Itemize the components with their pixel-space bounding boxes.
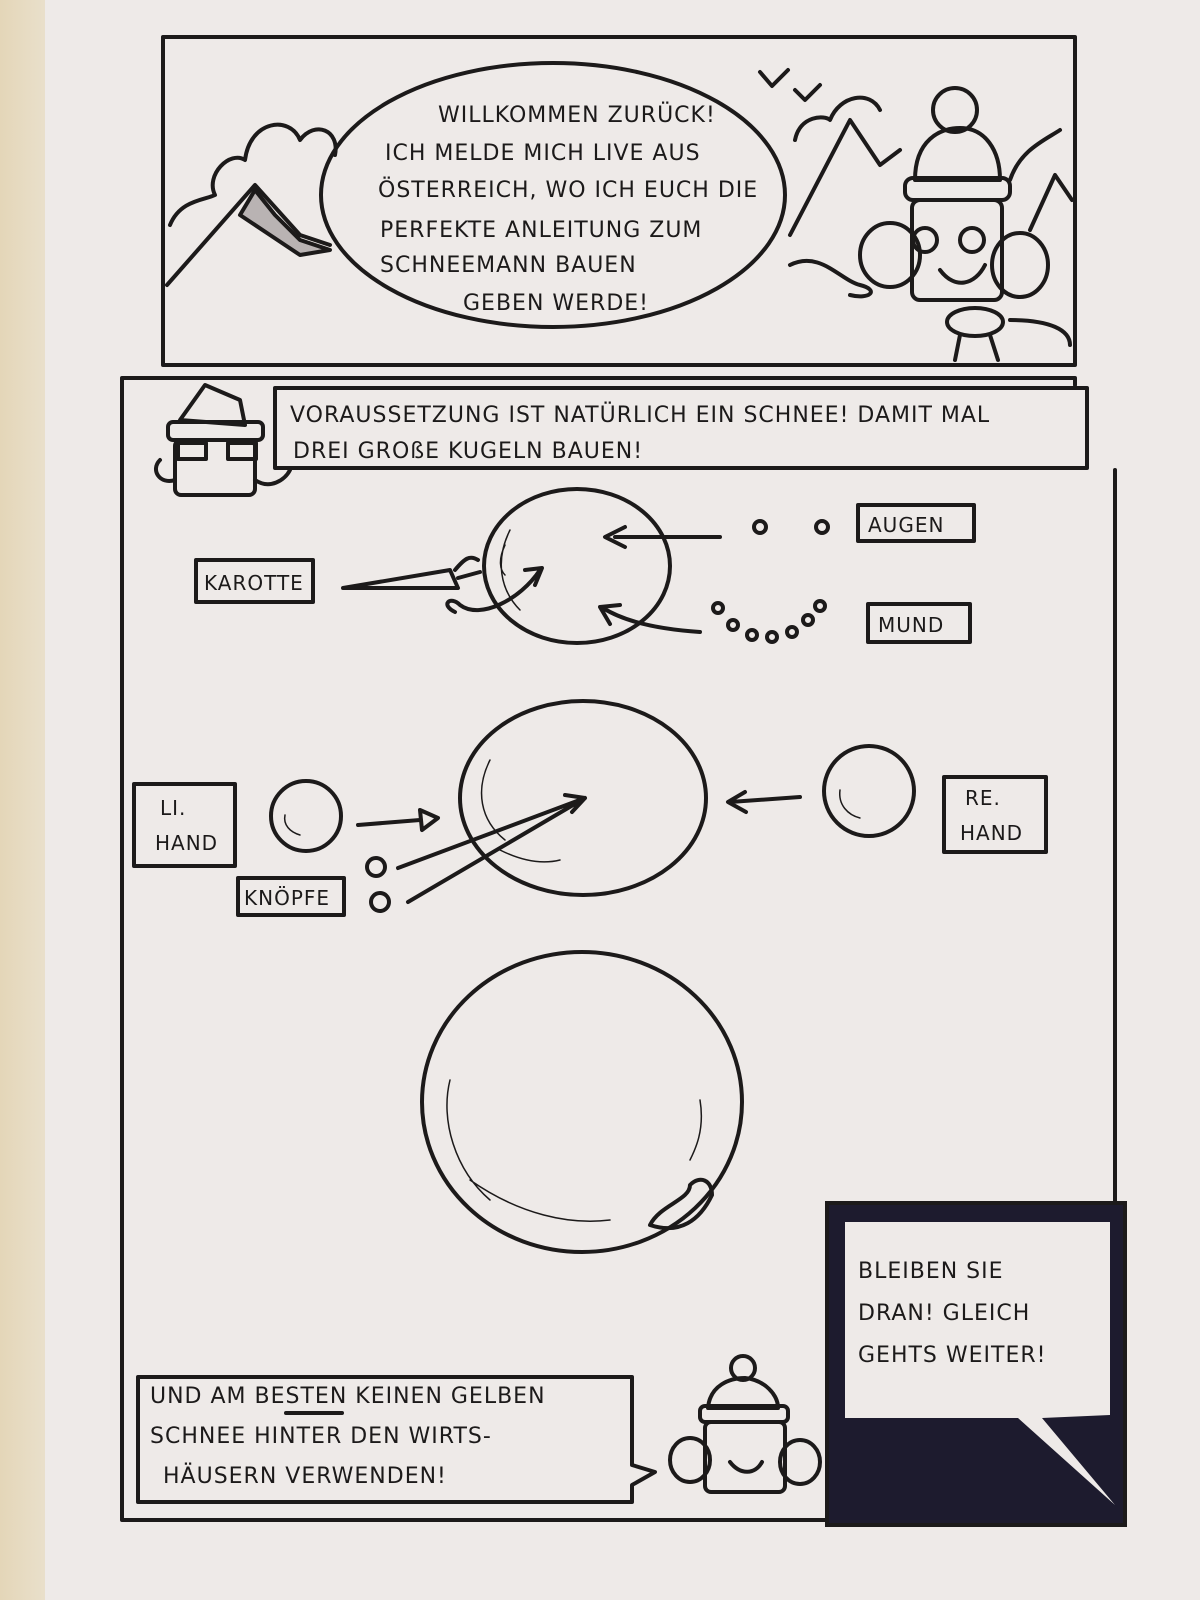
- right-hand-snowball: [822, 744, 916, 838]
- ear-left: [668, 1436, 712, 1484]
- reporter-character: [858, 86, 1072, 362]
- glasses-left: [911, 226, 939, 254]
- speech-line: GEHTS WEITER!: [858, 1343, 1046, 1368]
- speech-line: SCHNEEMANN BAUEN: [380, 253, 637, 278]
- eye-dot: [752, 519, 768, 535]
- head: [173, 438, 257, 497]
- speech-line: ICH MELDE MICH LIVE AUS: [385, 141, 701, 166]
- glasses-right: [226, 441, 258, 461]
- speech-line: DRAN! GLEICH: [858, 1301, 1030, 1326]
- ear-right: [990, 231, 1050, 299]
- panel-1: WILLKOMMEN ZURÜCK! ICH MELDE MICH LIVE A…: [161, 35, 1077, 367]
- label-re-hand: HAND: [960, 821, 1023, 845]
- label-box-li-hand: [132, 782, 237, 868]
- arrow-buttons: [396, 793, 587, 904]
- label-li-hand: LI.: [160, 796, 186, 820]
- label-box-augen: [856, 503, 976, 543]
- arrow-mouth: [598, 603, 702, 634]
- ears: [154, 458, 292, 487]
- panel-2-frame: [120, 376, 1117, 1522]
- body: [953, 318, 1072, 362]
- button-dot: [365, 856, 387, 878]
- snowball-shading: [839, 789, 861, 819]
- snowball-shading: [283, 814, 301, 836]
- cloud-left: [168, 122, 338, 227]
- bottom-caption-line: SCHNEE HINTER DEN WIRTS-: [150, 1424, 492, 1449]
- eye-dot: [814, 519, 830, 535]
- ear-right: [778, 1438, 822, 1486]
- carrot-leaves: [453, 555, 482, 580]
- reporter-head-bottom: [668, 1354, 822, 1494]
- speech-line: GEBEN WERDE!: [463, 291, 649, 316]
- label-box-re-hand: [942, 775, 1048, 854]
- speech-line: WILLKOMMEN ZURÜCK!: [438, 102, 716, 128]
- label-re-hand: RE.: [965, 786, 1001, 810]
- label-box-knoepfe: [236, 876, 346, 917]
- beanie: [706, 1376, 780, 1410]
- glasses-left: [176, 441, 208, 461]
- head: [703, 1420, 787, 1494]
- snowball-shading: [480, 759, 561, 863]
- label-knoepfe: KNÖPFE: [244, 886, 330, 910]
- mountain-left: [165, 183, 332, 287]
- glasses-right: [958, 226, 986, 254]
- scarf: [945, 306, 1005, 338]
- bottom-snowball: [420, 950, 744, 1254]
- mountain-far-right: [1028, 173, 1074, 232]
- beanie: [913, 126, 1002, 182]
- caption-line: VORAUSSETZUNG IST NATÜRLICH EIN SCHNEE! …: [290, 402, 990, 428]
- snowball-shading: [499, 529, 521, 611]
- speech-bubble-3: [845, 1222, 1115, 1505]
- smile: [728, 1460, 764, 1474]
- label-karotte: KAROTTE: [204, 571, 304, 595]
- panel-3: BLEIBEN SIE DRAN! GLEICH GEHTS WEITER!: [825, 1201, 1127, 1527]
- label-li-hand: HAND: [155, 831, 218, 855]
- smile: [938, 263, 987, 285]
- panel-2: VORAUSSETZUNG IST NATÜRLICH EIN SCHNEE! …: [120, 376, 1117, 1522]
- caption-line: DREI GROßE KUGELN BAUEN!: [293, 439, 643, 464]
- speech-bubble-1: [319, 61, 787, 329]
- mountain-right: [788, 118, 902, 237]
- arrow-right-hand: [726, 790, 802, 814]
- yellow-snow-patch: [648, 1177, 714, 1231]
- speech-line: PERFEKTE ANLEITUNG ZUM: [380, 218, 702, 243]
- cloud-far-right: [1008, 128, 1062, 182]
- mountain-shading: [238, 188, 332, 257]
- birds-icon: [758, 68, 822, 102]
- label-augen: AUGEN: [868, 513, 944, 537]
- ear-left: [858, 221, 922, 289]
- arrow-carrot: [445, 566, 544, 614]
- carrot-icon: [341, 568, 460, 590]
- bottom-caption-box: [136, 1375, 657, 1504]
- speech-line: ÖSTERREICH, WO ICH EUCH DIE: [378, 177, 758, 203]
- reporter-head-small: [154, 383, 292, 497]
- cloud-right: [793, 95, 882, 142]
- button-dot: [369, 891, 391, 913]
- label-box-mund: [866, 602, 972, 644]
- label-box-karotte: [194, 558, 315, 604]
- speech-line: BLEIBEN SIE: [858, 1259, 1004, 1284]
- caption-box: [273, 386, 1089, 470]
- bottom-caption-line: HÄUSERN VERWENDEN!: [163, 1463, 447, 1489]
- snowball-shading: [446, 1079, 702, 1222]
- left-hand-snowball: [269, 779, 343, 853]
- arrow-left-hand: [356, 808, 440, 832]
- beanie: [178, 383, 247, 427]
- bottom-caption-line: UND AM BESTEN KEINEN GELBEN: [150, 1384, 546, 1409]
- river: [788, 258, 873, 299]
- head: [910, 198, 1004, 302]
- pompom: [931, 86, 979, 134]
- body-snowball: [458, 699, 708, 897]
- mouth-dots: [711, 599, 827, 644]
- label-mund: MUND: [878, 613, 944, 637]
- head-snowball: [482, 487, 672, 645]
- arrow-eyes: [603, 525, 722, 549]
- panel-1-frame: [161, 35, 1077, 367]
